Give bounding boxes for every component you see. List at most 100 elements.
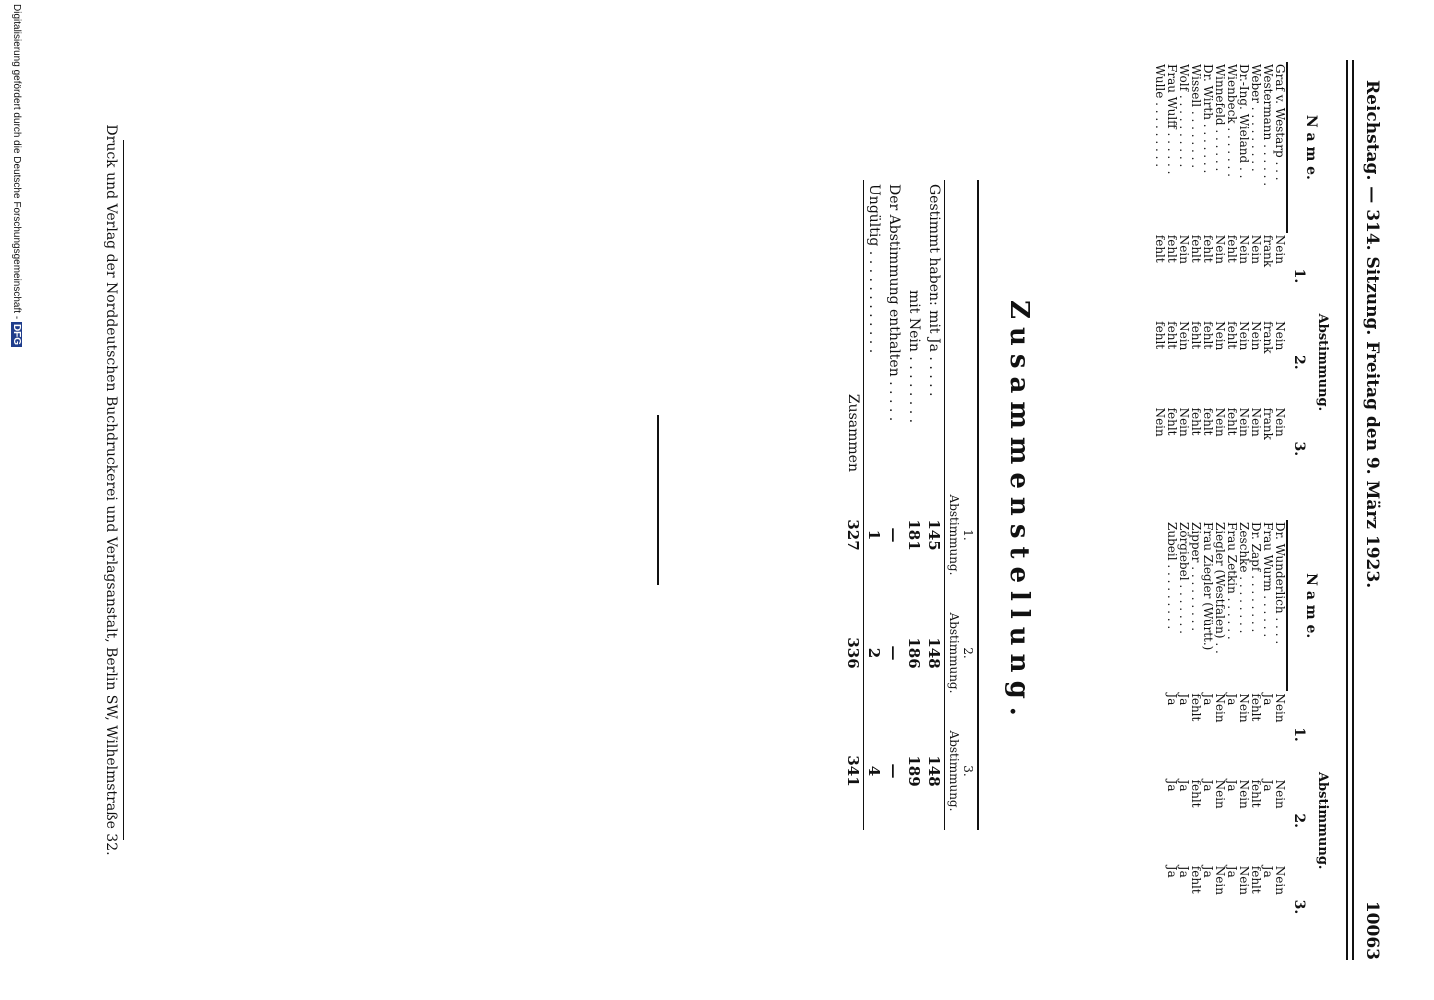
member-name: Zubeil . . . . . . . . . <box>1165 522 1179 630</box>
vote-value: frank <box>1261 234 1275 268</box>
vote-value: fehlt <box>1153 234 1167 263</box>
vote-value: fehlt <box>1201 234 1215 263</box>
member-name: Westermann . . . . . . <box>1261 64 1275 187</box>
vote-value: Nein <box>1273 779 1288 809</box>
vote-value: Nein <box>1273 407 1288 437</box>
summary-value: — <box>885 645 903 661</box>
summary-table: 1. Abstimmung. 2. Abstimmung. 3. Abstimm… <box>843 180 979 830</box>
vote-value: Nein <box>1237 865 1251 895</box>
col-num: 2. <box>1291 355 1307 370</box>
vote-value: Ja <box>1201 865 1215 878</box>
vote-value: fehlt <box>1225 234 1239 263</box>
summary-col-head: 3. Abstimmung. <box>944 712 978 830</box>
col-name: N a m e. <box>1287 520 1334 692</box>
vote-value: Nein <box>1177 407 1191 437</box>
vote-value: fehlt <box>1153 321 1167 350</box>
vote-value: Ja <box>1225 865 1239 878</box>
summary-col-head: 1. Abstimmung. <box>944 476 978 594</box>
member-name: Dr.-Ing. Wieland . . <box>1237 64 1251 179</box>
vote-value: Nein <box>1177 321 1191 351</box>
vote-value: Ja <box>1165 693 1179 706</box>
member-name: Ziegler (Westfalen) . . <box>1213 522 1227 654</box>
col-num: 3. <box>1291 899 1307 915</box>
vote-value: Nein <box>1213 321 1227 351</box>
member-name: Graf v. Westarp . . . <box>1273 64 1287 181</box>
vote-value: fehlt <box>1165 321 1179 350</box>
vote-value: frank <box>1261 407 1275 440</box>
digitization-note: Digitalisierung gefördert durch die Deut… <box>11 4 22 1000</box>
vote-value: Ja <box>1225 779 1239 792</box>
vote-value: Nein <box>1213 779 1227 809</box>
vote-value: fehlt <box>1165 407 1179 436</box>
total-value: 336 <box>843 594 864 712</box>
member-name: Frau Ziegler (Württ.) <box>1201 522 1215 651</box>
vote-table-right: N a m e. Abstimmung. 1. 2. 3. Dr. Wunder… <box>1165 520 1334 950</box>
vote-value: Ja <box>1165 865 1179 878</box>
vote-value: fehlt <box>1189 693 1203 722</box>
summary-value: 1 <box>865 529 883 541</box>
col-vote: Abstimmung. <box>1315 313 1330 412</box>
imprint: Druck und Verlag der Norddeutschen Buchd… <box>103 124 119 856</box>
vote-value: Ja <box>1177 693 1191 706</box>
col-name: N a m e. <box>1287 62 1334 233</box>
summary-value: 148 <box>925 755 943 787</box>
col-vote: Abstimmung. <box>1315 771 1330 870</box>
vote-value: fehlt <box>1165 234 1179 263</box>
vote-value: Nein <box>1273 234 1288 264</box>
member-name: Winnefeld . . . . . . <box>1213 64 1227 172</box>
member-name: Frau Zetkin . . . . . . <box>1225 522 1239 640</box>
vote-value: Nein <box>1249 407 1263 437</box>
summary-value: 181 <box>905 519 923 551</box>
vote-value: fehlt <box>1189 234 1203 263</box>
col-num: 2. <box>1291 813 1307 828</box>
dfg-logo: DFG <box>11 321 22 348</box>
section-divider <box>657 415 659 585</box>
summary-value: 2 <box>865 647 883 659</box>
vote-value: fehlt <box>1249 865 1263 894</box>
vote-value: Nein <box>1213 407 1227 437</box>
total-value: 341 <box>843 712 864 830</box>
vote-value: Nein <box>1273 693 1288 723</box>
page-number: 10063 <box>1362 900 1382 960</box>
member-name: Wissell . . . . . . . . <box>1189 64 1203 169</box>
vote-value: fehlt <box>1189 779 1203 808</box>
vote-value: Nein <box>1273 865 1288 895</box>
vote-value: Ja <box>1177 865 1191 878</box>
summary-title: Zusammenstellung. <box>1004 300 1034 724</box>
total-value: 327 <box>843 476 864 594</box>
digitization-text: Digitalisierung gefördert durch die Deut… <box>11 4 22 320</box>
summary-label: Ungültig . . . . . . . . . . . . <box>866 184 882 354</box>
vote-value: Ja <box>1177 779 1191 792</box>
summary-total-row: Zusammen 327 336 341 <box>843 180 864 830</box>
vote-value: fehlt <box>1189 321 1203 350</box>
vote-value: fehlt <box>1201 407 1215 436</box>
member-name: Wulle . . . . . . . . . <box>1153 64 1167 168</box>
vote-value: frank <box>1261 321 1275 354</box>
summary-value: — <box>885 527 903 543</box>
vote-value: Nein <box>1237 234 1251 264</box>
vote-value: Nein <box>1213 693 1227 723</box>
summary-col-head: 2. Abstimmung. <box>944 594 978 712</box>
vote-value: fehlt <box>1225 321 1239 350</box>
vote-value: Nein <box>1249 234 1263 264</box>
summary-value: 148 <box>925 637 943 669</box>
vote-value: fehlt <box>1249 693 1263 722</box>
member-name: Zeschke . . . . . . . . <box>1237 522 1251 634</box>
header-rule-2 <box>1346 60 1348 960</box>
member-name: Wolf . . . . . . . . . . <box>1177 64 1191 168</box>
vote-value: Ja <box>1165 779 1179 792</box>
